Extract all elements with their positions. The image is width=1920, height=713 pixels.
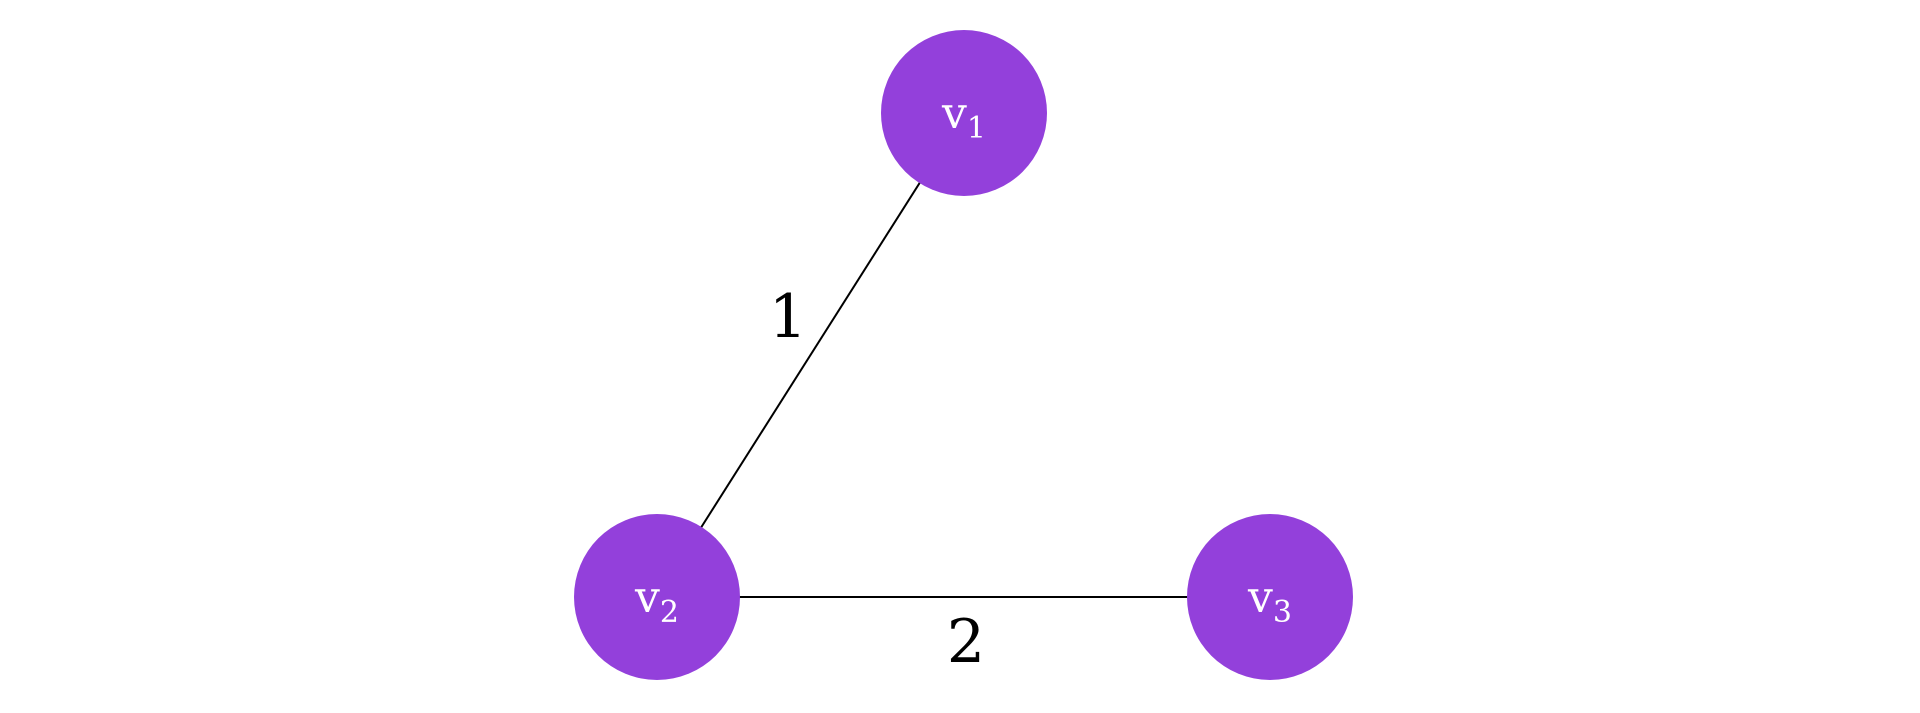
node-v2-label: v2	[634, 572, 679, 630]
node-v2-circle	[574, 514, 740, 680]
node-v1-label: v1	[941, 88, 986, 146]
edge-weight-v1-v2: 1	[769, 282, 807, 352]
node-v3-circle	[1187, 514, 1353, 680]
node-v3-label: v3	[1247, 572, 1292, 630]
node-v3[interactable]: v3	[1187, 514, 1353, 680]
edges	[656, 112, 1270, 598]
edge-v1-v2	[656, 112, 965, 598]
node-v1[interactable]: v1	[881, 30, 1047, 196]
edge-weight-v2-v3: 2	[947, 607, 985, 677]
node-v2[interactable]: v2	[574, 514, 740, 680]
node-v1-circle	[881, 30, 1047, 196]
